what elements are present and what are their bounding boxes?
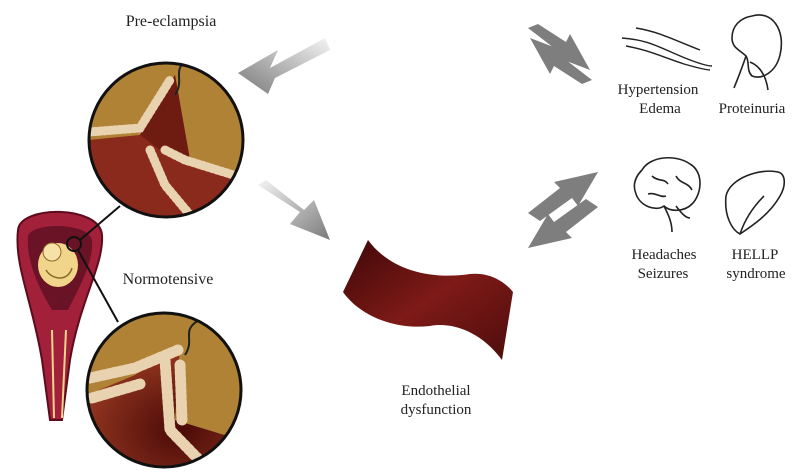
vascular-lines-icon bbox=[622, 28, 712, 70]
seizures-label: Seizures bbox=[638, 266, 689, 282]
arrow-to-pre-eclampsia bbox=[238, 38, 330, 94]
arrow-pair-bottom bbox=[528, 172, 598, 248]
kidney-icon bbox=[732, 15, 781, 90]
hypertension-label: Hypertension bbox=[618, 82, 699, 98]
edema-label: Edema bbox=[639, 101, 681, 117]
hellp-label-line1: HELLP bbox=[732, 247, 779, 263]
endothelial-vessel bbox=[343, 240, 513, 360]
pre-eclampsia-zoom-circle bbox=[89, 40, 243, 217]
headaches-label: Headaches bbox=[632, 247, 697, 263]
liver-icon bbox=[726, 171, 785, 234]
proteinuria-label: Proteinuria bbox=[719, 101, 786, 117]
brain-icon bbox=[634, 158, 700, 232]
arrow-pair-top bbox=[528, 24, 592, 84]
pre-eclampsia-label: Pre-eclampsia bbox=[126, 13, 217, 30]
hellp-label-line2: syndrome bbox=[726, 266, 786, 282]
normotensive-zoom-circle bbox=[87, 300, 241, 467]
arrow-to-endothelium bbox=[258, 180, 330, 240]
endothelial-label-line2: dysfunction bbox=[401, 402, 472, 418]
endothelial-label-line1: Endothelial bbox=[401, 383, 470, 399]
normotensive-label: Normotensive bbox=[123, 271, 214, 288]
